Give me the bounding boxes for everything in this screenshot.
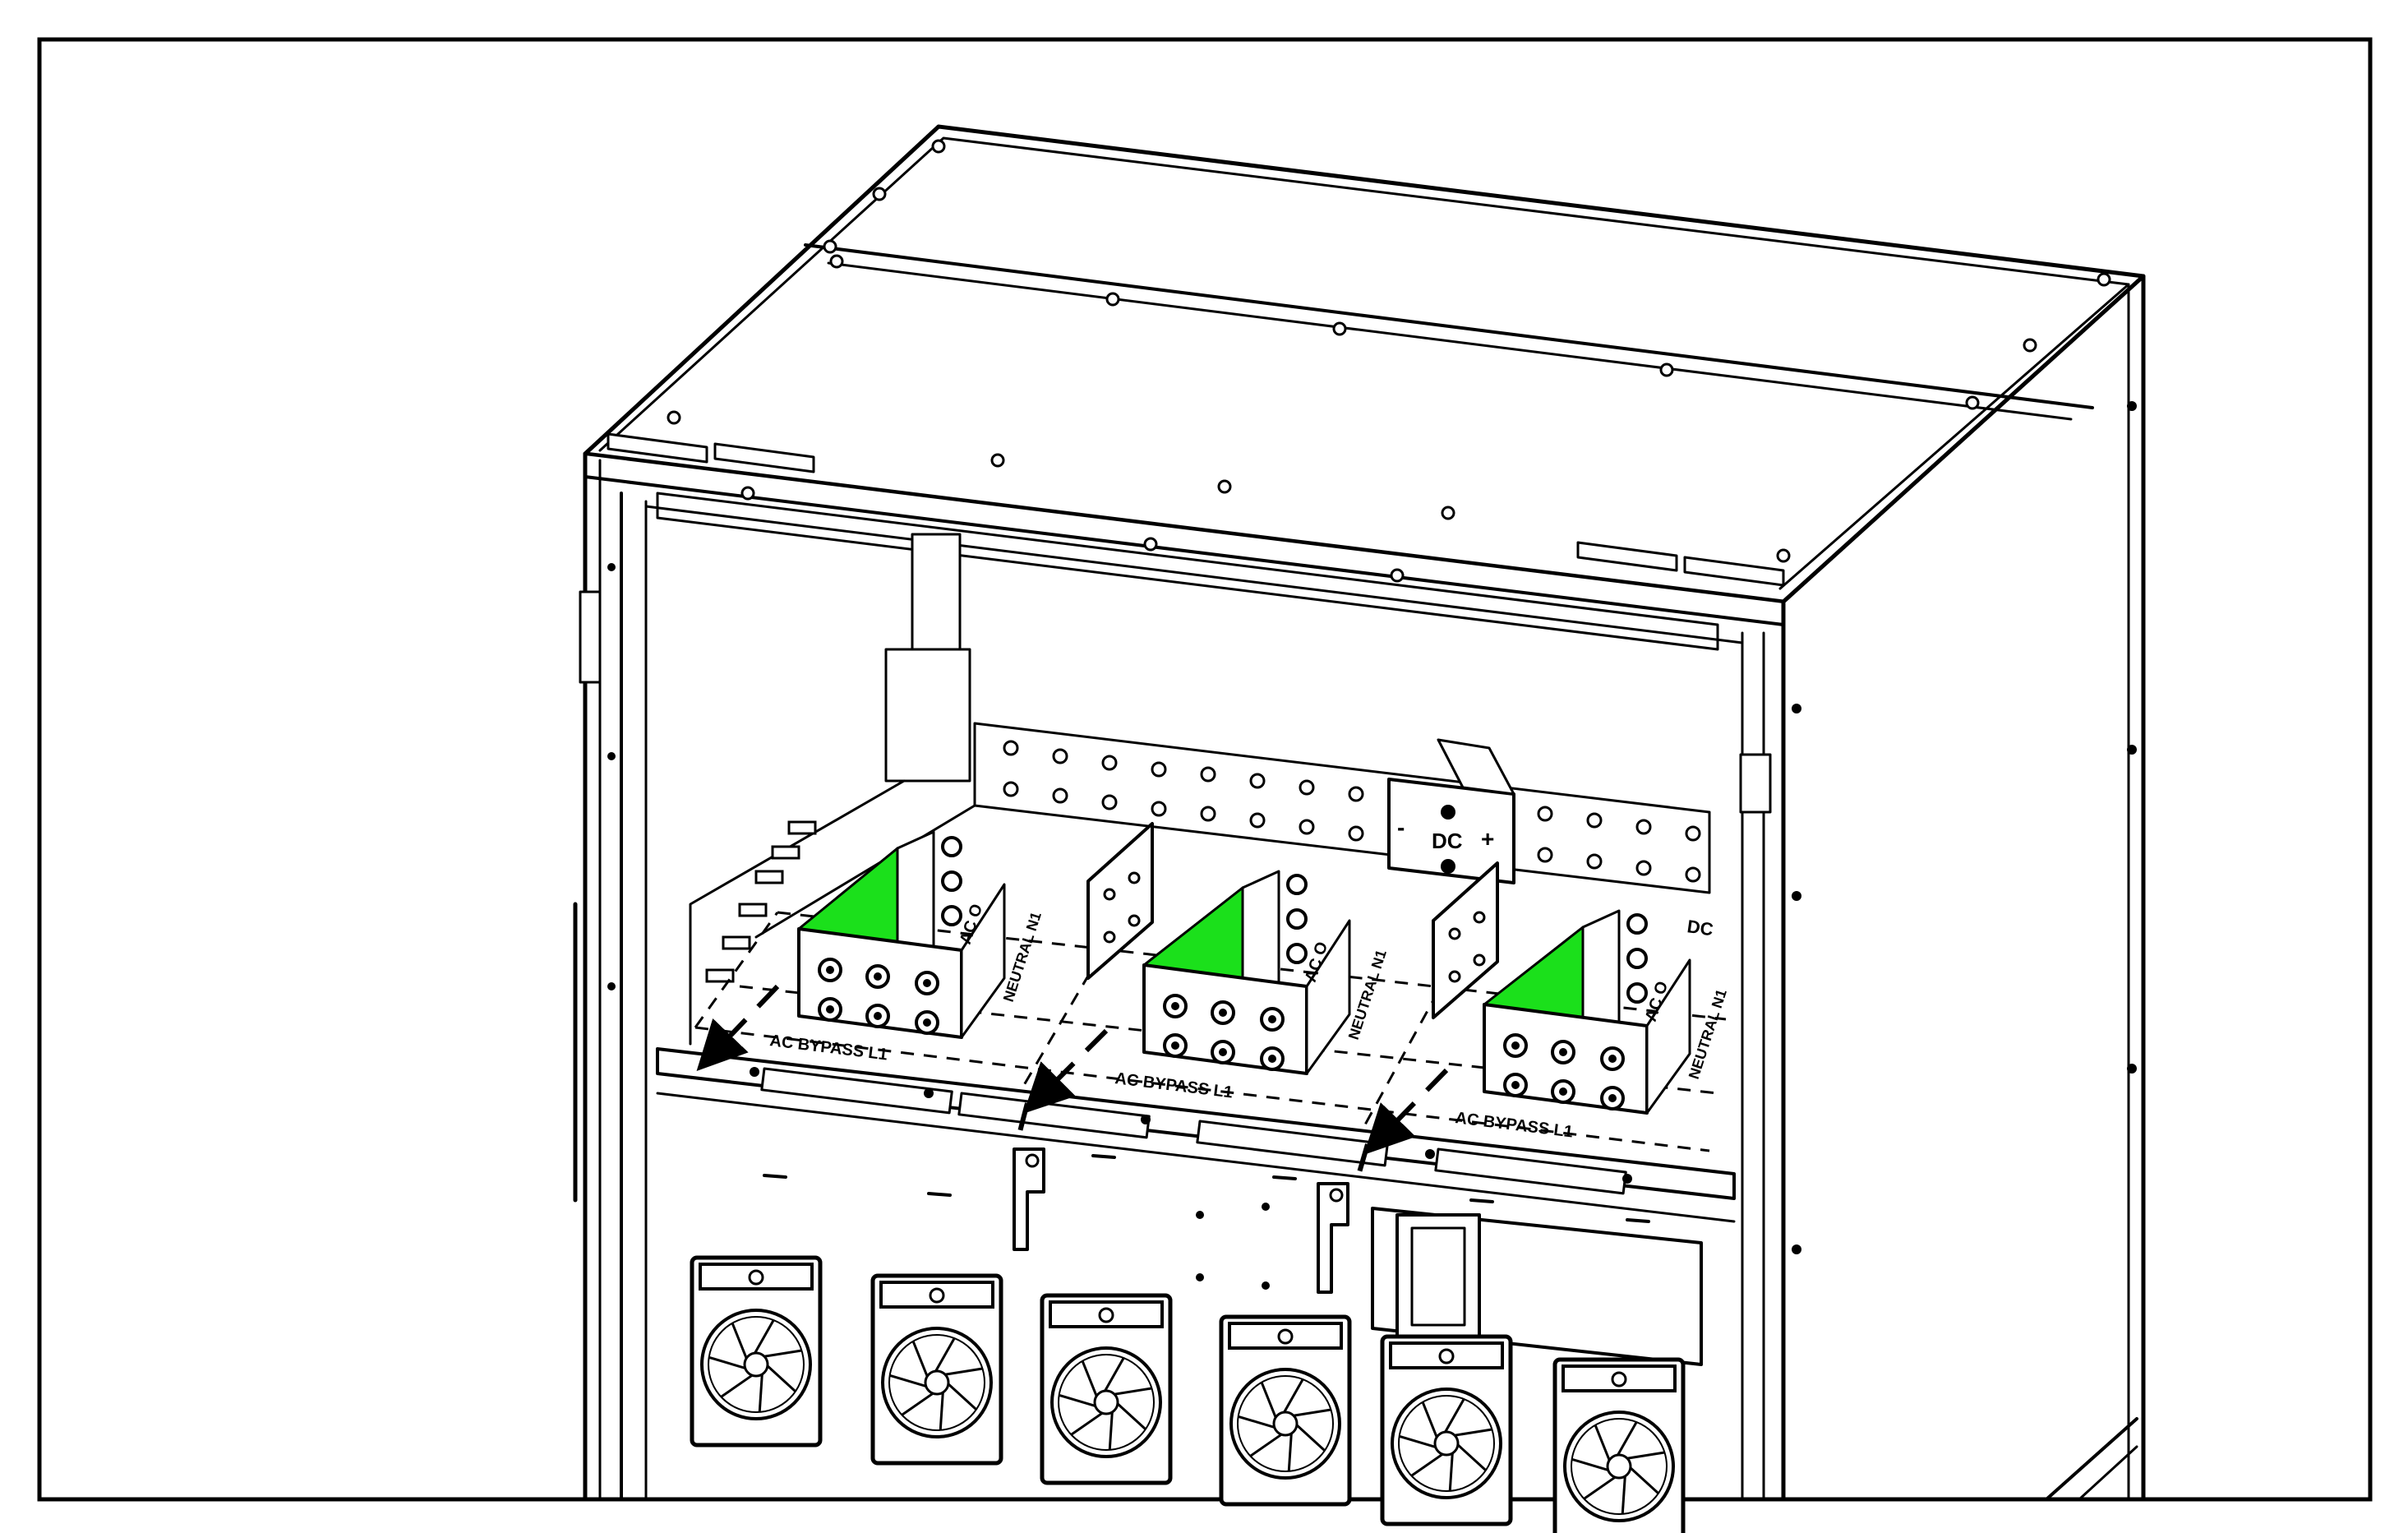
dc-right-edge-label: DC [1686, 916, 1714, 940]
fan-unit [690, 1255, 823, 1448]
busbar-plate-b [1432, 861, 1499, 1019]
fan-row [690, 1255, 1686, 1533]
fan-unit [1380, 1334, 1513, 1526]
busbar-plate-a [1086, 822, 1154, 980]
mounting-brackets [1013, 1147, 1349, 1294]
arrow-icon [696, 984, 780, 1072]
cabinet-frame [573, 401, 2137, 1502]
fan-icon [1391, 1388, 1502, 1499]
fan-unit [1552, 1357, 1686, 1533]
dc-plus-label: + [1481, 826, 1494, 852]
dc-label: DC [1432, 829, 1463, 853]
arrow-icon [1363, 1068, 1449, 1155]
fan-icon [881, 1327, 993, 1438]
fan-icon [1050, 1346, 1162, 1458]
lower-shelf [656, 1047, 1736, 1366]
arrow-icon [1023, 1028, 1109, 1114]
install-arrows [696, 984, 1449, 1184]
dc-minus-label: - [1397, 815, 1405, 840]
fan-icon [1563, 1411, 1675, 1522]
fan-icon [1229, 1368, 1341, 1480]
cabinet-top [583, 124, 2146, 1502]
back-bus-plate [689, 722, 1711, 1046]
fan-icon [700, 1309, 812, 1420]
corner-detail [2045, 1417, 2138, 1501]
fan-unit [1219, 1314, 1352, 1507]
dc-terminal-block: DC + - [1387, 738, 1515, 884]
top-screws [667, 139, 2111, 583]
fan-unit [1040, 1293, 1173, 1485]
fan-unit [870, 1273, 1003, 1466]
